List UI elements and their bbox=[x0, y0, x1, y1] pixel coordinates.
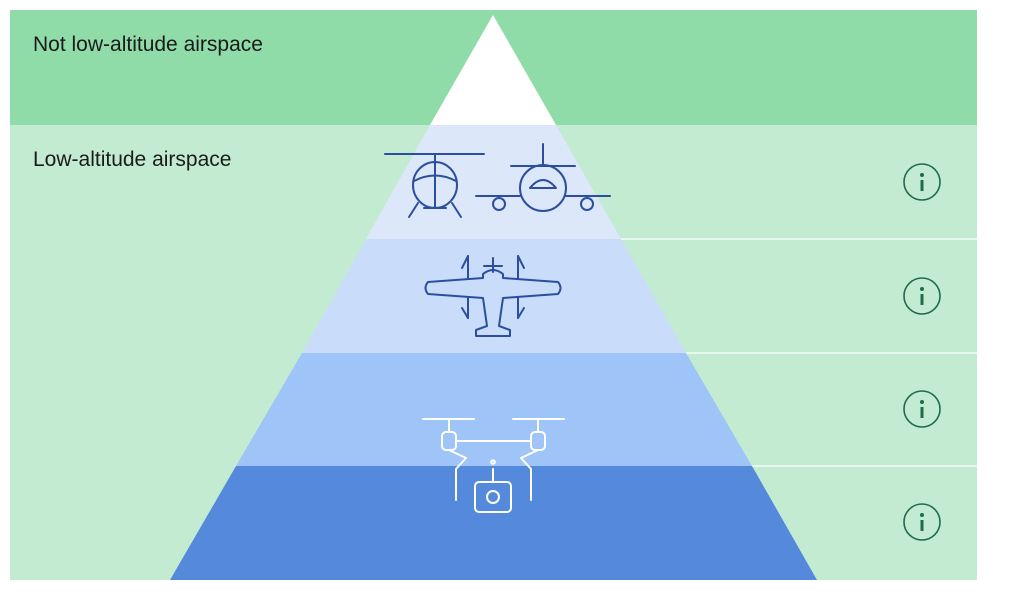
pyramid-apex bbox=[430, 15, 556, 125]
not-low-altitude-label: Not low-altitude airspace bbox=[33, 33, 263, 56]
info-icon bbox=[903, 277, 941, 315]
camera-drone-icon bbox=[422, 418, 565, 513]
pyramid-tier-4 bbox=[170, 466, 817, 580]
info-icon bbox=[903, 390, 941, 428]
info-icon bbox=[903, 163, 941, 201]
pyramid-tier-2 bbox=[302, 239, 686, 353]
airplane-icon bbox=[475, 143, 611, 212]
info-button-tier-4[interactable] bbox=[903, 503, 941, 541]
info-icon bbox=[903, 503, 941, 541]
pyramid-tier-3 bbox=[236, 353, 752, 466]
helicopter-icon bbox=[384, 153, 485, 218]
info-button-tier-2[interactable] bbox=[903, 277, 941, 315]
low-altitude-label: Low-altitude airspace bbox=[33, 148, 231, 171]
info-button-tier-1[interactable] bbox=[903, 163, 941, 201]
evtol-aircraft-icon bbox=[424, 255, 562, 337]
info-button-tier-3[interactable] bbox=[903, 390, 941, 428]
